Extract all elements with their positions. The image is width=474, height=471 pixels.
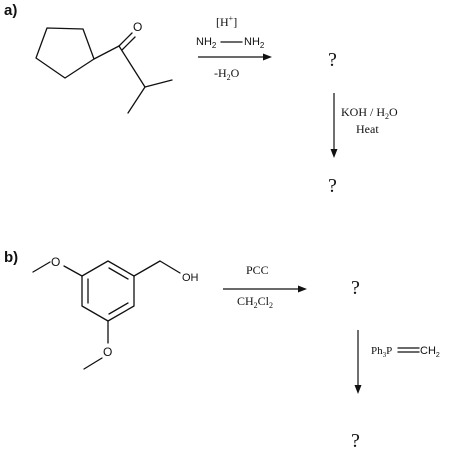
- benzylic-bond: [133, 260, 161, 277]
- carbonyl-isopropyl-bond: [118, 45, 146, 88]
- ch2-oh-bond: [159, 260, 181, 274]
- hydrazine-nh2-right: NH2: [244, 36, 265, 50]
- acid-catalyst-label: [H+]: [216, 14, 237, 29]
- part-a-starting-material: O: [35, 20, 173, 114]
- part-a-label: a): [4, 2, 17, 19]
- part-b-label: b): [4, 249, 18, 266]
- pcc-label: PCC: [246, 263, 269, 277]
- part-a-arrow-1: [H+] NH2 NH2 -H2O: [196, 14, 272, 82]
- carbonyl-double-bond-2: [121, 36, 136, 51]
- part-a-product-unknown: ?: [328, 175, 337, 197]
- top-methoxy-bond: [63, 265, 83, 277]
- part-b-arrow-2: Ph3P CH2: [354, 330, 440, 394]
- carbonyl-double-bond-1: [118, 32, 133, 47]
- benzene-ring: [81, 260, 135, 322]
- koh-water-label: KOH / H2O: [341, 105, 398, 121]
- ring-double-bond-1: [108, 267, 129, 280]
- part-b-starting-material: O O OH: [32, 255, 199, 370]
- arrow-2-head: [330, 149, 338, 158]
- ring-double-bond-2: [108, 302, 129, 315]
- top-methoxy-oxygen: O: [51, 255, 60, 269]
- wittig-reagent-ch2: CH2: [420, 345, 440, 359]
- part-b-intermediate-unknown: ?: [351, 277, 360, 299]
- top-methyl-bond: [32, 261, 51, 273]
- bottom-methyl-bond: [83, 357, 103, 370]
- part-a: a) O [H+] NH2 NH2 -H2O ? KOH: [4, 2, 398, 197]
- part-a-arrow-2: KOH / H2O Heat: [330, 93, 398, 158]
- water-loss-label: -H2O: [214, 66, 240, 82]
- dichloromethane-label: CH2Cl2: [237, 294, 273, 310]
- part-b-product-unknown: ?: [351, 430, 360, 452]
- hydroxyl-label: OH: [182, 272, 199, 284]
- cyclopentane-ring: [35, 27, 95, 79]
- arrow-1-head: [263, 53, 272, 61]
- isopropyl-methyl-1: [144, 79, 173, 88]
- part-a-intermediate-unknown: ?: [328, 49, 337, 71]
- ring-carbonyl-bond: [93, 45, 120, 60]
- wittig-reagent-ph3p: Ph3P: [371, 345, 392, 359]
- hydrazine-nh2-left: NH2: [196, 36, 217, 50]
- bottom-methoxy-oxygen: O: [103, 345, 112, 359]
- arrow-4-head: [354, 385, 362, 394]
- arrow-3-head: [298, 285, 307, 293]
- isopropyl-methyl-2: [127, 86, 146, 114]
- part-b-arrow-1: PCC CH2Cl2: [223, 263, 307, 310]
- part-b: b) O O OH PCC CH2Cl2 ?: [4, 249, 440, 452]
- ketone-oxygen-label: O: [133, 20, 142, 34]
- heat-label: Heat: [356, 122, 379, 136]
